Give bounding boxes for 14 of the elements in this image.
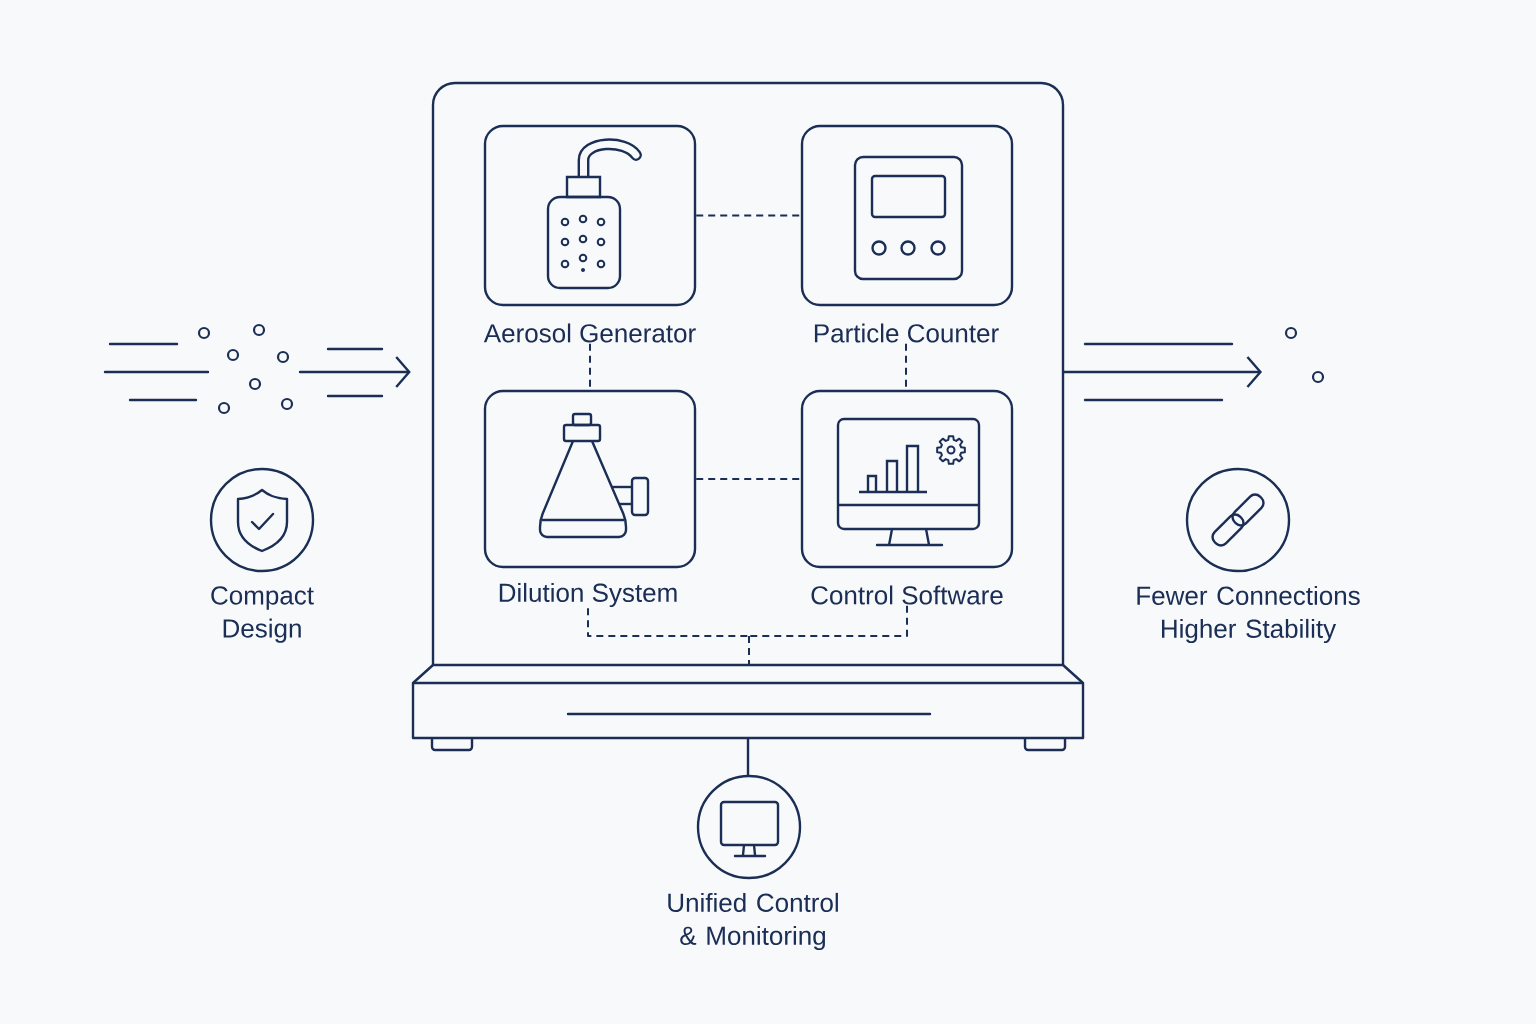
module-label: Dilution System xyxy=(499,582,677,608)
dashed-line xyxy=(695,214,802,217)
feature-label: Fewer Connections Higher Stability xyxy=(1137,585,1360,644)
feature-label: Compact Design xyxy=(211,586,314,643)
arrow xyxy=(298,356,411,388)
dashed-line xyxy=(695,478,802,480)
module-label: Aerosol Generator xyxy=(483,323,696,343)
connector-line xyxy=(746,737,750,776)
cabinet xyxy=(431,81,1065,665)
feature-label: Unified Control & Monitoring xyxy=(668,892,838,951)
module-label: Control Software xyxy=(811,585,1003,605)
base-platform xyxy=(411,663,1085,752)
module-label: Particle Counter xyxy=(814,323,999,343)
arrow xyxy=(1062,356,1262,388)
